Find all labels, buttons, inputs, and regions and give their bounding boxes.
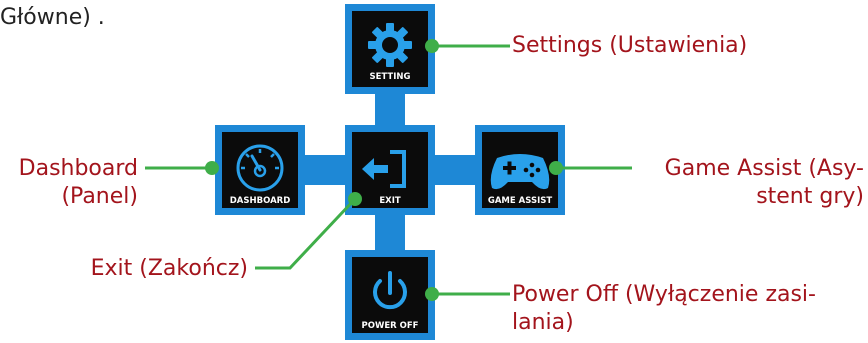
- connector-top: [375, 90, 405, 130]
- exit-callout: Exit (Zakończ): [90, 256, 248, 281]
- game-assist-leader-dot: [549, 161, 563, 175]
- game-assist-callout: Game Assist (Asy- stent gry): [640, 155, 864, 211]
- power-off-callout-line1: Power Off (Wyłączenie zasi-: [512, 282, 816, 307]
- power-off-tile-label: POWER OFF: [362, 321, 419, 331]
- gamepad-icon: [490, 154, 550, 190]
- leader-dots: [205, 39, 563, 301]
- cross-connectors: [305, 90, 475, 250]
- dashboard-leader-dot: [205, 161, 219, 175]
- power-off-callout-line2: lania): [512, 310, 574, 335]
- setting-tile[interactable]: SETTING: [345, 4, 435, 94]
- dashboard-callout: Dashboard (Panel): [6, 155, 138, 211]
- settings-leader-dot: [425, 39, 439, 53]
- game-assist-callout-line1: Game Assist (Asy-: [664, 156, 864, 181]
- dashboard-callout-line1: Dashboard: [18, 156, 138, 181]
- exit-door-icon: [362, 150, 406, 188]
- power-off-tile[interactable]: POWER OFF: [345, 250, 435, 340]
- speedometer-icon: [236, 144, 284, 192]
- connector-right: [435, 155, 475, 185]
- connector-left: [305, 155, 345, 185]
- dashboard-tile[interactable]: DASHBOARD: [215, 125, 305, 215]
- exit-leader-dot: [348, 192, 362, 206]
- power-icon: [373, 271, 407, 310]
- leader-lines: [145, 44, 632, 296]
- power-off-callout: Power Off (Wyłączenie zasi- lania): [512, 281, 816, 337]
- power-off-leader-dot: [425, 287, 439, 301]
- game-assist-callout-line2: stent gry): [756, 184, 864, 209]
- exit-tile-label: EXIT: [379, 196, 401, 206]
- dashboard-tile-label: DASHBOARD: [230, 196, 291, 206]
- game-assist-tile-label: GAME ASSIST: [488, 196, 553, 206]
- setting-tile-label: SETTING: [370, 72, 411, 82]
- exit-leader-line: [255, 197, 357, 270]
- top-text-fragment: Główne) .: [0, 5, 105, 30]
- gear-icon: [368, 23, 412, 67]
- settings-callout: Settings (Ustawienia): [512, 33, 748, 58]
- connector-bottom: [375, 210, 405, 250]
- dashboard-callout-line2: (Panel): [61, 184, 138, 209]
